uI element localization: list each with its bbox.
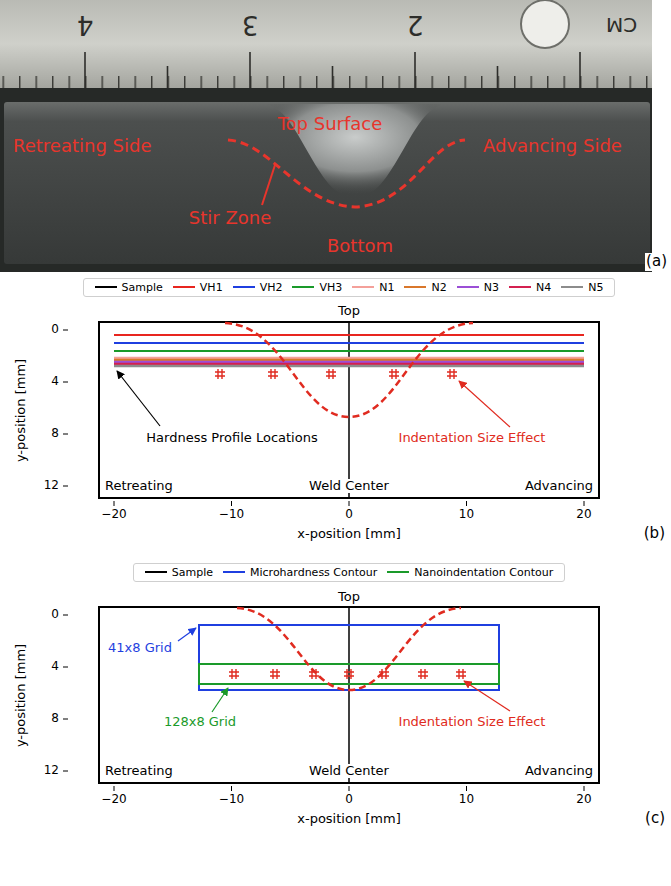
side-label: Advancing Side (482, 136, 623, 157)
panel-letter: (b) (643, 525, 666, 542)
legend-item: VH1 (173, 281, 223, 294)
region-label: Top Surface (277, 114, 384, 135)
hardness-profile-plot (63, 322, 599, 506)
tick-label: 0 (50, 608, 60, 622)
legend-box: Sample Microhardness Contour Nanoindentati… (133, 563, 565, 582)
side-label: Advancing (524, 764, 594, 779)
side-label: Retreating (104, 479, 174, 494)
panel-letter: (c) (644, 810, 666, 827)
contour-plot (63, 607, 599, 791)
axis-title: x-position [mm] (296, 527, 401, 542)
legend-text: Nanoindentation Contour (414, 566, 553, 579)
legend-text: Sample (172, 566, 213, 579)
tick-label: 8 (50, 427, 60, 441)
side-label: Top (337, 590, 361, 605)
tick-label: −20 (100, 793, 127, 807)
legend-text: N2 (431, 281, 446, 294)
legend-item: N3 (457, 281, 499, 294)
legend-line (509, 282, 531, 292)
tick-label: 12 (43, 479, 60, 493)
legend-item: N1 (352, 281, 394, 294)
legend-line (292, 282, 314, 292)
ruler-number: 3 (241, 9, 260, 39)
tick-label: 0 (344, 793, 354, 807)
legend-text: N3 (484, 281, 499, 294)
legend-text: N5 (588, 281, 603, 294)
annotation: 41x8 Grid (107, 641, 173, 656)
legend-box: Sample VH1 VH2 VH3 N1 N2 N3 N4 N5 (83, 278, 616, 297)
ruler-number: 2 (406, 9, 425, 39)
legend-line (173, 282, 195, 292)
leader-line (262, 165, 275, 205)
ruler-number: 4 (76, 9, 95, 39)
ruler (0, 0, 652, 88)
tick-label: 10 (458, 793, 475, 807)
axis-title: y-position [mm] (15, 642, 30, 747)
annotation: 128x8 Grid (163, 715, 237, 730)
legend-text: N1 (379, 281, 394, 294)
weld-photo (0, 0, 652, 272)
ruler-unit: CM (605, 13, 638, 36)
legend-line (457, 282, 479, 292)
legend-line (223, 567, 245, 577)
center-label: Weld Center (308, 479, 390, 494)
tick-label: 4 (50, 375, 60, 389)
tick-label: 12 (43, 764, 60, 778)
legend-text: VH3 (319, 281, 342, 294)
ruler-hole (521, 0, 569, 48)
region-label: Stir Zone (188, 208, 272, 229)
legend-line (95, 282, 117, 292)
stir-zone-region (265, 104, 445, 199)
legend-line (145, 567, 167, 577)
legend-item: Sample (95, 281, 163, 294)
axis-title: y-position [mm] (15, 357, 30, 462)
legend-text: N4 (536, 281, 551, 294)
tick-label: −10 (218, 793, 245, 807)
annotation: Hardness Profile Locations (145, 431, 318, 446)
legend-item: Microhardness Contour (223, 566, 377, 579)
tick-label: 4 (50, 660, 60, 674)
annotation: Indentation Size Effect (398, 715, 547, 730)
legend-text: Sample (122, 281, 163, 294)
annotation: Indentation Size Effect (398, 431, 547, 446)
legend-item: N2 (404, 281, 446, 294)
legend-item: VH3 (292, 281, 342, 294)
tick-label: −10 (218, 508, 245, 522)
legend-item: N5 (561, 281, 603, 294)
side-label: Top (337, 304, 361, 319)
tick-label: 20 (575, 508, 592, 522)
tick-label: −20 (100, 508, 127, 522)
legend-line (387, 567, 409, 577)
tick-label: 10 (458, 508, 475, 522)
center-label: Weld Center (308, 764, 390, 779)
weld-sample (4, 102, 650, 264)
tick-label: 20 (575, 793, 592, 807)
legend-item: Nanoindentation Contour (387, 566, 553, 579)
legend-text: VH1 (200, 281, 223, 294)
legend-line (233, 282, 255, 292)
region-label: Bottom (326, 236, 394, 257)
tick-label: 0 (344, 508, 354, 522)
legend-item: VH2 (233, 281, 283, 294)
axis-title: x-position [mm] (296, 812, 401, 827)
side-label: Retreating Side (12, 136, 152, 157)
legend-item: Sample (145, 566, 213, 579)
panel-letter: (a) (645, 253, 668, 270)
side-label: Retreating (104, 764, 174, 779)
legend-line (352, 282, 374, 292)
side-label: Advancing (524, 479, 594, 494)
tick-label: 0 (50, 323, 60, 337)
legend-item: N4 (509, 281, 551, 294)
tick-label: 8 (50, 712, 60, 726)
legend-line (404, 282, 426, 292)
legend-text: Microhardness Contour (250, 566, 377, 579)
stir-zone-boundary (228, 140, 465, 207)
legend-line (561, 282, 583, 292)
legend-text: VH2 (260, 281, 283, 294)
